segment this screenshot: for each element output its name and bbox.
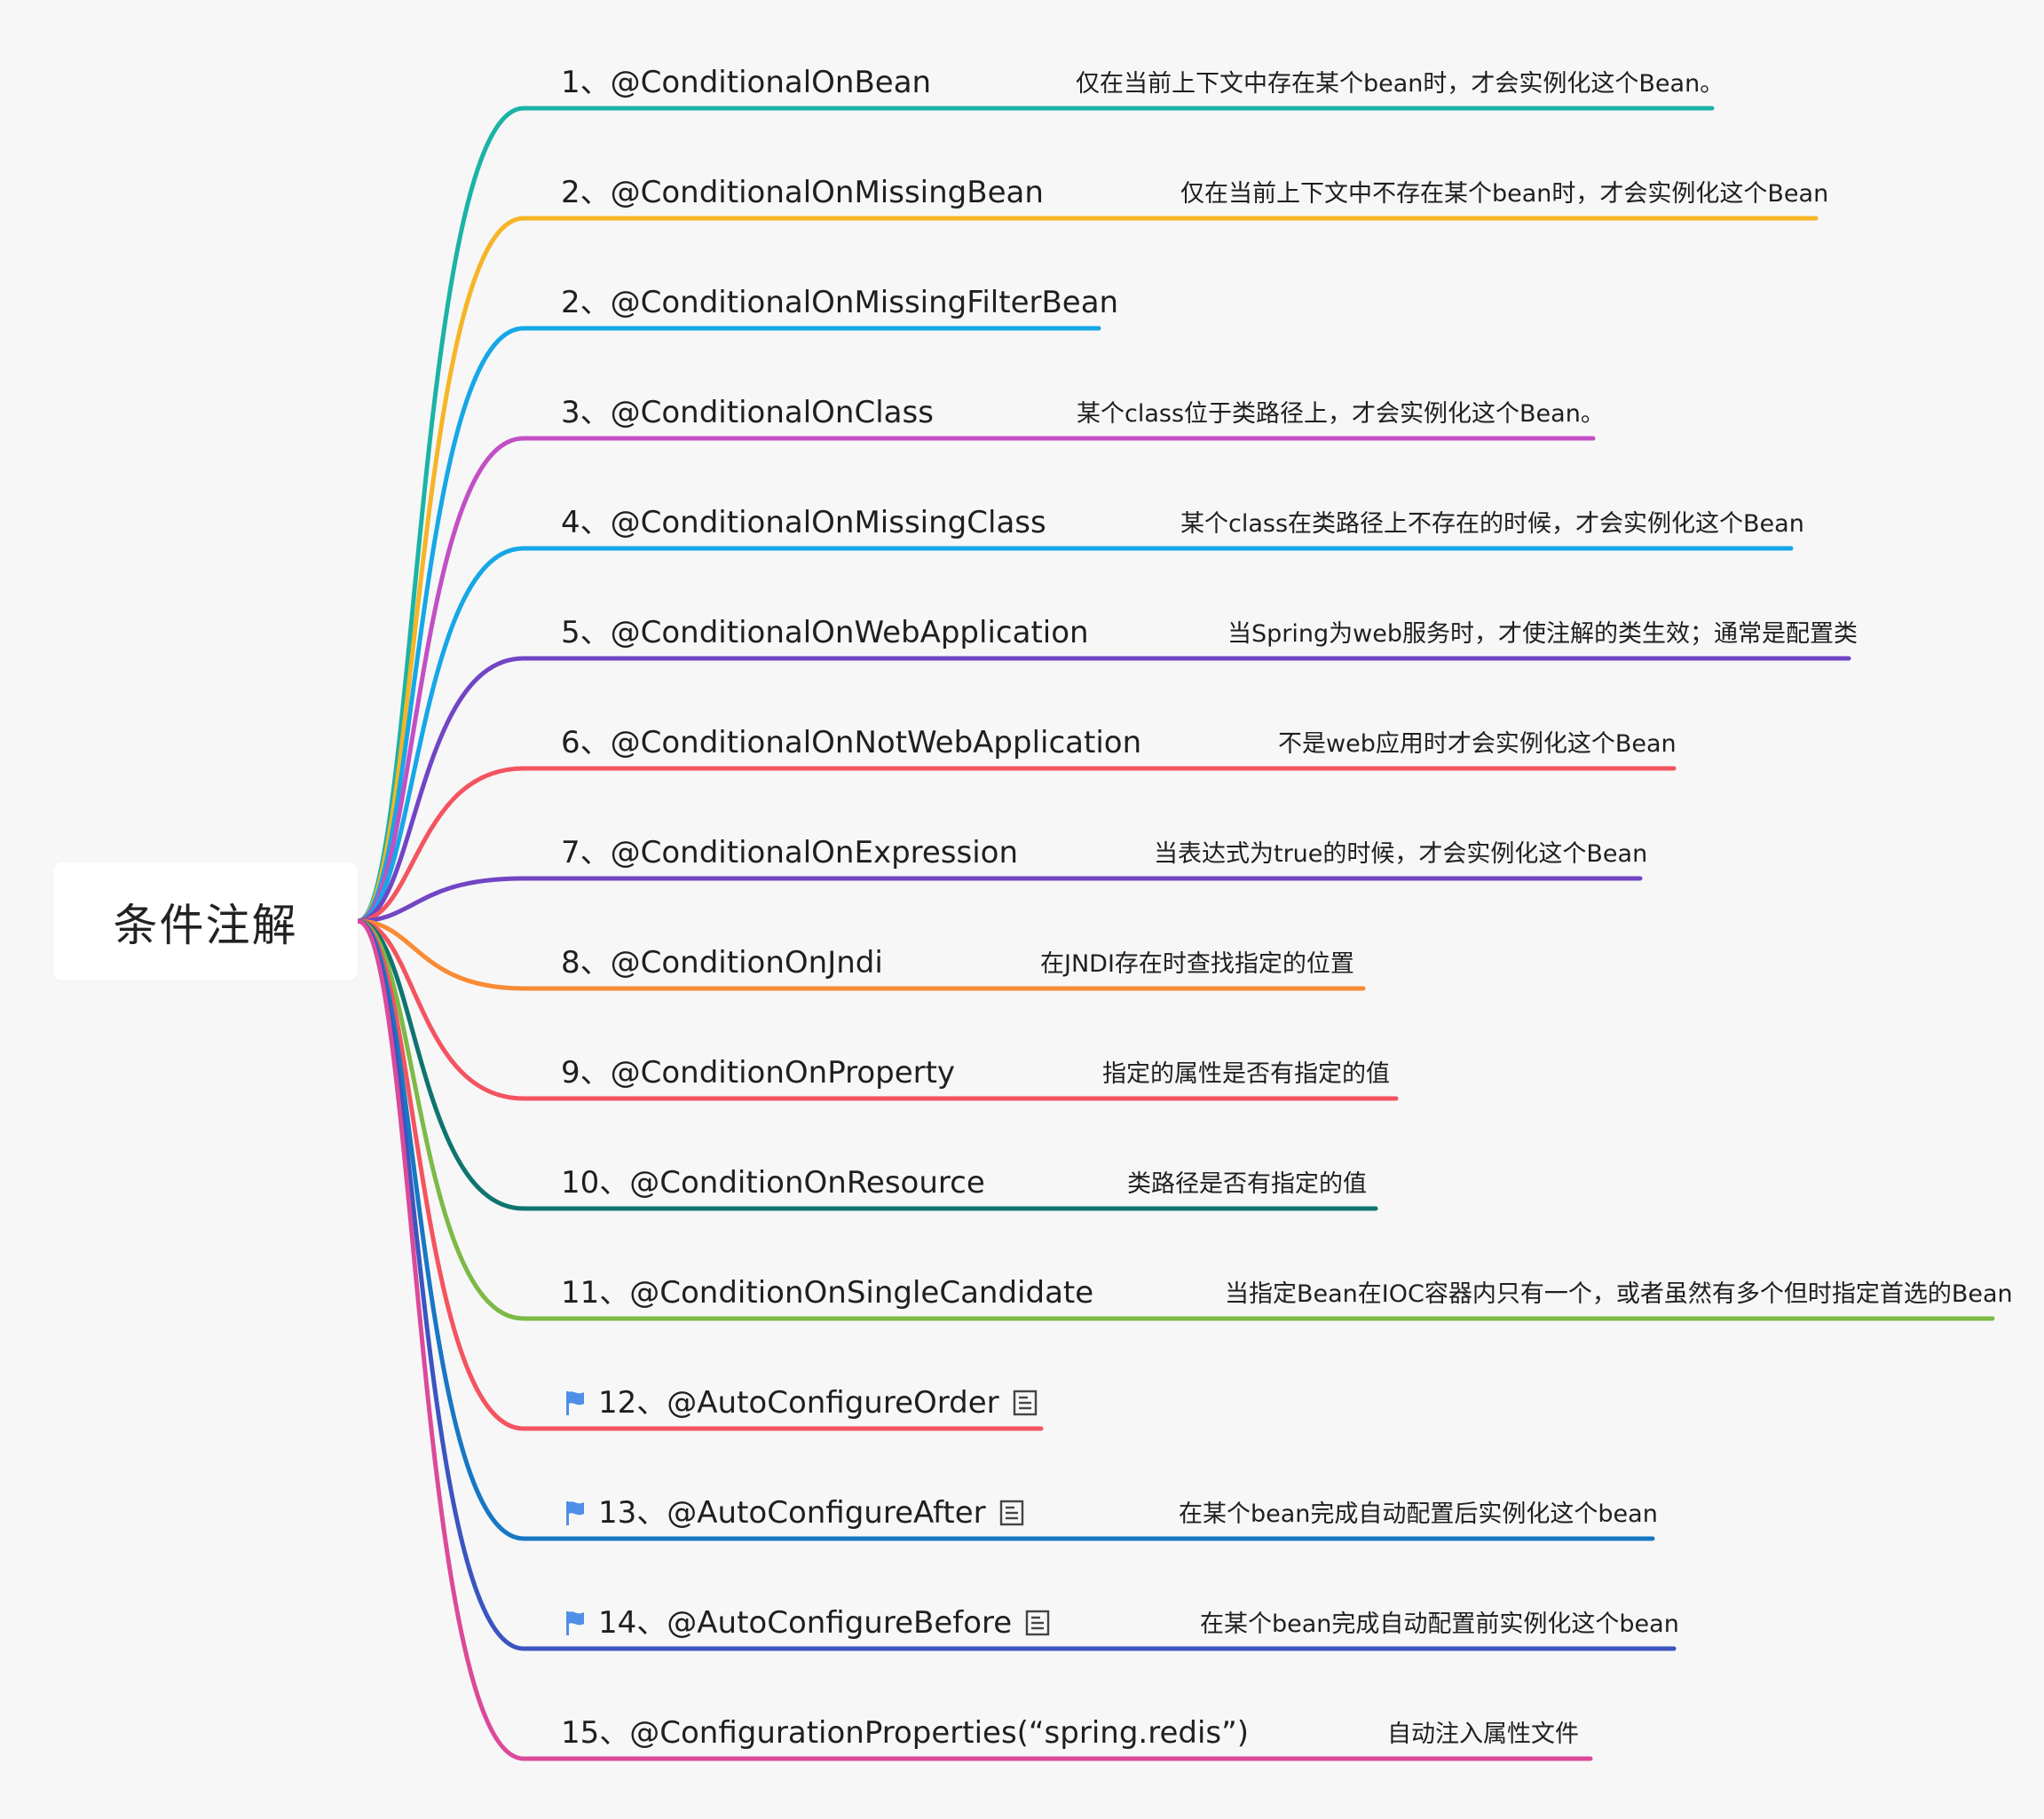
branch-connector xyxy=(355,918,526,1211)
note-doc-icon[interactable] xyxy=(1024,1609,1051,1637)
flag-icon xyxy=(566,1611,584,1635)
branch-connector xyxy=(355,436,526,924)
branch-topic-label: 14、@AutoConfigureBefore xyxy=(598,1605,1013,1641)
branch-connector xyxy=(355,918,526,1101)
branch-topic-label: 4、@ConditionalOnMissingClass xyxy=(561,505,1046,540)
branch-topic-label: 12、@AutoConfigureOrder xyxy=(598,1385,999,1421)
branch-connector xyxy=(355,546,526,924)
branch-note: 在某个bean完成自动配置前实例化这个bean xyxy=(1200,1610,1679,1638)
root-topic-label: 条件注解 xyxy=(113,899,298,951)
branch-topic[interactable]: 7、@ConditionalOnExpression xyxy=(561,838,1018,868)
branch-topic-label: 8、@ConditionOnJndi xyxy=(561,945,883,980)
branch-connector xyxy=(355,876,526,924)
branch-note: 类路径是否有指定的值 xyxy=(1127,1170,1367,1198)
branch-topic[interactable]: 12、@AutoConfigureOrder xyxy=(561,1388,1038,1418)
flag-icon xyxy=(566,1391,584,1415)
branch-topic[interactable]: 9、@ConditionOnProperty xyxy=(561,1058,955,1088)
branch-note: 在JNDI存在时查找指定的位置 xyxy=(1040,950,1354,978)
branch-connector xyxy=(355,766,526,924)
branch-topic[interactable]: 3、@ConditionalOnClass xyxy=(561,398,934,428)
branch-topic-label: 2、@ConditionalOnMissingFilterBean xyxy=(561,285,1119,320)
branch-topic[interactable]: 5、@ConditionalOnWebApplication xyxy=(561,618,1089,648)
branch-topic-label: 3、@ConditionalOnClass xyxy=(561,395,934,430)
branch-topic[interactable]: 10、@ConditionOnResource xyxy=(561,1168,985,1198)
branch-connector xyxy=(355,918,526,1761)
flag-icon xyxy=(566,1501,584,1525)
branch-topic-label: 5、@ConditionalOnWebApplication xyxy=(561,615,1089,650)
branch-topic-label: 6、@ConditionalOnNotWebApplication xyxy=(561,725,1142,760)
branch-topic[interactable]: 14、@AutoConfigureBefore xyxy=(561,1608,1051,1638)
note-doc-icon[interactable] xyxy=(1012,1389,1038,1417)
note-doc-icon[interactable] xyxy=(998,1499,1025,1527)
branch-note: 指定的属性是否有指定的值 xyxy=(1102,1060,1390,1088)
root-topic[interactable]: 条件注解 xyxy=(53,862,358,980)
branch-topic-label: 13、@AutoConfigureAfter xyxy=(598,1495,986,1531)
branch-topic[interactable]: 15、@ConfigurationProperties(“spring.redi… xyxy=(561,1718,1249,1748)
branch-topic[interactable]: 8、@ConditionOnJndi xyxy=(561,948,883,978)
branch-topic-label: 7、@ConditionalOnExpression xyxy=(561,835,1019,870)
branch-topic-label: 15、@ConfigurationProperties(“spring.redi… xyxy=(561,1715,1249,1751)
branch-note: 某个class在类路径上不存在的时候，才会实例化这个Bean xyxy=(1180,510,1804,538)
branch-topic-label: 11、@ConditionOnSingleCandidate xyxy=(561,1275,1094,1311)
branch-note: 自动注入属性文件 xyxy=(1387,1721,1579,1748)
branch-topic-label: 2、@ConditionalOnMissingBean xyxy=(561,175,1044,210)
branch-connector xyxy=(355,918,526,991)
branch-topic[interactable]: 2、@ConditionalOnMissingFilterBean xyxy=(561,287,1118,318)
branch-topic[interactable]: 2、@ConditionalOnMissingBean xyxy=(561,177,1044,208)
branch-note: 仅在当前上下文中不存在某个bean时，才会实例化这个Bean xyxy=(1180,180,1829,208)
branch-connector xyxy=(355,656,526,924)
branch-topic-label: 10、@ConditionOnResource xyxy=(561,1165,985,1201)
branch-note: 当表达式为true的时候，才会实例化这个Bean xyxy=(1154,840,1648,868)
branch-note: 仅在当前上下文中存在某个bean时，才会实例化这个Bean。 xyxy=(1076,70,1724,98)
branch-topic[interactable]: 11、@ConditionOnSingleCandidate xyxy=(561,1278,1093,1308)
branch-topic[interactable]: 13、@AutoConfigureAfter xyxy=(561,1498,1025,1528)
branch-note: 不是web应用时才会实例化这个Bean xyxy=(1278,730,1677,758)
branch-topic[interactable]: 1、@ConditionalOnBean xyxy=(561,67,931,98)
branch-note: 在某个bean完成自动配置后实例化这个bean xyxy=(1179,1500,1658,1528)
branch-note: 当指定Bean在IOC容器内只有一个，或者虽然有多个但时指定首选的Bean xyxy=(1225,1280,2013,1308)
branch-topic-label: 9、@ConditionOnProperty xyxy=(561,1055,956,1091)
branch-topic[interactable]: 4、@ConditionalOnMissingClass xyxy=(561,508,1046,538)
branch-connector xyxy=(355,918,526,1541)
branch-topic-label: 1、@ConditionalOnBean xyxy=(561,65,932,100)
branch-note: 某个class位于类路径上，才会实例化这个Bean。 xyxy=(1077,400,1605,428)
branch-topic[interactable]: 6、@ConditionalOnNotWebApplication xyxy=(561,728,1141,758)
branch-note: 当Spring为web服务时，才使注解的类生效；通常是配置类 xyxy=(1227,620,1858,648)
